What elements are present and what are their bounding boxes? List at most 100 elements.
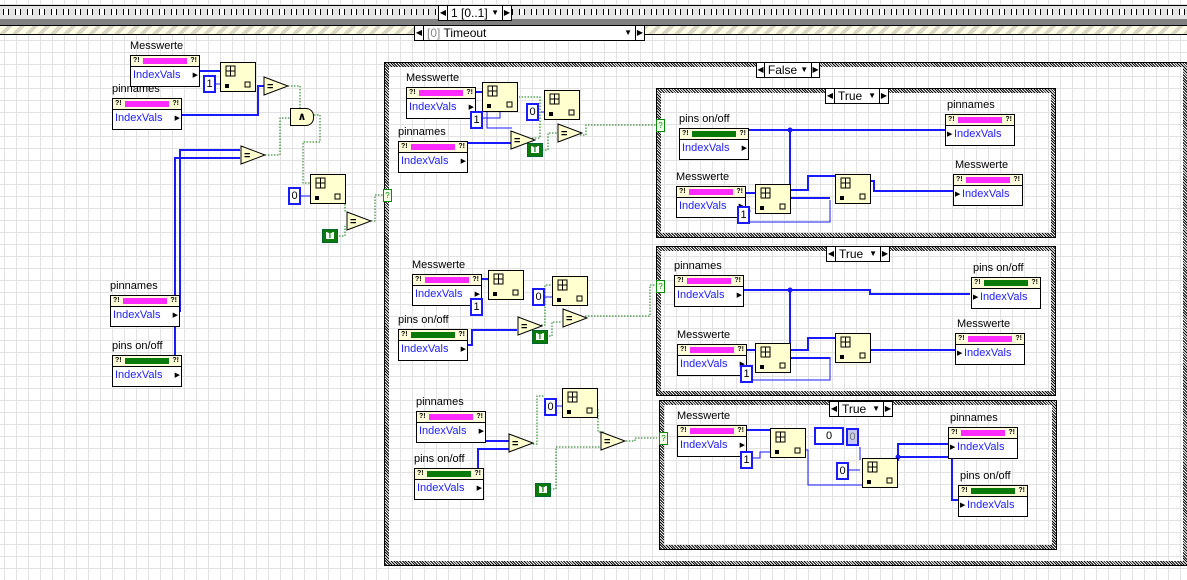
property-node-messwerte[interactable]: ?!?!▶IndexVals [953,174,1023,206]
equal-comparison-node[interactable]: = [263,76,289,96]
numeric-constant[interactable]: 1 [470,298,483,316]
property-node-messwerte[interactable]: ?!?!IndexVals▶ [677,344,747,376]
numeric-constant[interactable]: 1 [740,451,753,469]
next-case-icon[interactable]: ▶ [879,89,888,103]
numeric-constant[interactable]: 0 [526,103,539,121]
numeric-constant[interactable]: 1 [203,75,216,93]
inner-case-selector-3[interactable]: ◀ True ▼ ▶ [829,401,893,417]
true-constant[interactable]: T [322,229,338,243]
event-case-selector[interactable]: ◀ [0] Timeout ▼ ▶ [414,25,645,41]
next-case-icon[interactable]: ▶ [883,402,892,416]
array-grid-icon [760,346,786,369]
equal-comparison-node[interactable]: = [557,123,583,143]
error-icon: ?! [170,297,177,304]
previous-case-icon[interactable]: ◀ [830,402,839,416]
property-node-pinnames[interactable]: ?!?!IndexVals▶ [674,275,744,307]
numeric-constant[interactable]: 1 [740,365,753,383]
array-grid-icon [567,391,593,414]
numeric-constant[interactable]: 1 [737,206,750,224]
true-constant[interactable]: T [527,143,543,157]
true-constant[interactable]: T [532,330,548,344]
previous-event-icon[interactable]: ◀ [415,26,424,40]
equal-comparison-node[interactable]: = [600,431,626,451]
equal-comparison-node[interactable]: = [240,145,266,165]
error-icon: ?! [458,143,465,150]
equal-comparison-node[interactable]: = [562,308,588,328]
numeric-constant[interactable]: 0 [532,288,545,306]
dropdown-arrow-icon[interactable]: ▼ [491,8,499,17]
equal-comparison-node[interactable]: = [510,130,536,150]
property-node-header: ?!?! [675,276,743,287]
numeric-constant[interactable]: 0 [544,398,557,416]
property-node-messwerte[interactable]: ?!?!IndexVals▶ [676,186,746,218]
next-event-icon[interactable]: ▶ [635,26,644,40]
array-function-node[interactable] [488,270,524,300]
property-node-header: ?!?! [972,278,1040,289]
array-function-node[interactable] [562,388,598,418]
array-function-node[interactable] [755,184,791,214]
dropdown-arrow-icon[interactable]: ▼ [869,249,877,258]
error-icon: ?! [958,335,965,342]
property-node-pinnames[interactable]: ?!?!▶IndexVals [948,427,1018,459]
property-node-pinnames[interactable]: ?!?!IndexVals▶ [112,98,182,130]
previous-frame-icon[interactable]: ◀ [439,6,448,20]
equal-comparison-node[interactable]: = [508,433,534,453]
property-node-pins-onoff[interactable]: ?!?!IndexVals▶ [112,355,182,387]
array-function-node[interactable] [544,90,580,120]
property-node-messwerte[interactable]: ?!?!IndexVals▶ [130,55,200,87]
equal-comparison-node[interactable]: = [517,316,543,336]
property-name: IndexVals [409,101,457,113]
numeric-constant[interactable]: 1 [470,111,483,129]
outer-case-selector[interactable]: ◀ False ▼ ▶ [756,62,820,78]
array-function-node[interactable] [310,174,346,204]
property-node-pinnames[interactable]: ?!?!IndexVals▶ [110,295,180,327]
inner-case-selector-1[interactable]: ◀ True ▼ ▶ [825,88,889,104]
property-node-pins-onoff[interactable]: ?!?!IndexVals▶ [398,329,468,361]
previous-case-icon[interactable]: ◀ [827,247,836,261]
datatype-bar [690,428,734,434]
next-frame-icon[interactable]: ▶ [502,6,511,20]
numeric-constant[interactable]: 0 [836,462,849,480]
property-node-pinnames[interactable]: ?!?!IndexVals▶ [398,141,468,173]
property-node-pins-onoff[interactable]: ?!?!▶IndexVals [971,277,1041,309]
array-function-node[interactable] [770,428,806,458]
array-function-node[interactable] [552,276,588,306]
property-node-messwerte[interactable]: ?!?!IndexVals▶ [406,87,476,119]
sequence-frame-selector[interactable]: ◀ 1 [0..1] ▼ ▶ [438,5,512,21]
and-node[interactable]: ∧ [290,108,314,126]
property-node-pinnames[interactable]: ?!?!IndexVals▶ [416,411,486,443]
true-constant[interactable]: T [535,483,551,497]
property-node-pins-onoff[interactable]: ?!?!▶IndexVals [958,485,1028,517]
property-node-pins-onoff[interactable]: ?!?!IndexVals▶ [679,128,749,160]
dropdown-arrow-icon[interactable]: ▼ [868,91,876,100]
equal-comparison-node[interactable]: = [346,211,372,231]
property-node-pinnames[interactable]: ?!?!▶IndexVals [945,114,1015,146]
array-function-node[interactable] [482,82,518,112]
numeric-control[interactable]: 0 [814,427,844,445]
array-wire [179,149,240,312]
numeric-constant[interactable]: 0 [288,187,301,205]
dropdown-arrow-icon[interactable]: ▼ [624,28,632,37]
previous-case-icon[interactable]: ◀ [757,63,765,77]
property-name: IndexVals [980,291,1028,303]
datatype-bar [123,298,167,304]
array-function-node[interactable] [755,343,791,373]
array-function-node[interactable] [835,333,871,363]
property-node-header: ?!?! [677,187,745,198]
previous-case-icon[interactable]: ◀ [826,89,835,103]
property-node-messwerte[interactable]: ?!?!IndexVals▶ [677,425,747,457]
next-case-icon[interactable]: ▶ [880,247,889,261]
next-case-icon[interactable]: ▶ [811,63,819,77]
property-node-pins-onoff[interactable]: ?!?!IndexVals▶ [414,468,484,500]
array-function-node[interactable] [220,62,256,92]
property-node-label: Messwerte [677,329,731,341]
property-node-messwerte[interactable]: ?!?!▶IndexVals [955,333,1025,365]
array-function-node[interactable] [862,458,898,488]
inner-case-selector-2[interactable]: ◀ True ▼ ▶ [826,246,890,262]
array-function-node[interactable] [835,174,871,204]
property-node-label: pins on/off [679,113,730,125]
dropdown-arrow-icon[interactable]: ▼ [872,404,880,413]
dropdown-arrow-icon[interactable]: ▼ [800,65,809,74]
error-icon: ?! [115,100,122,107]
property-name: IndexVals [415,288,463,300]
